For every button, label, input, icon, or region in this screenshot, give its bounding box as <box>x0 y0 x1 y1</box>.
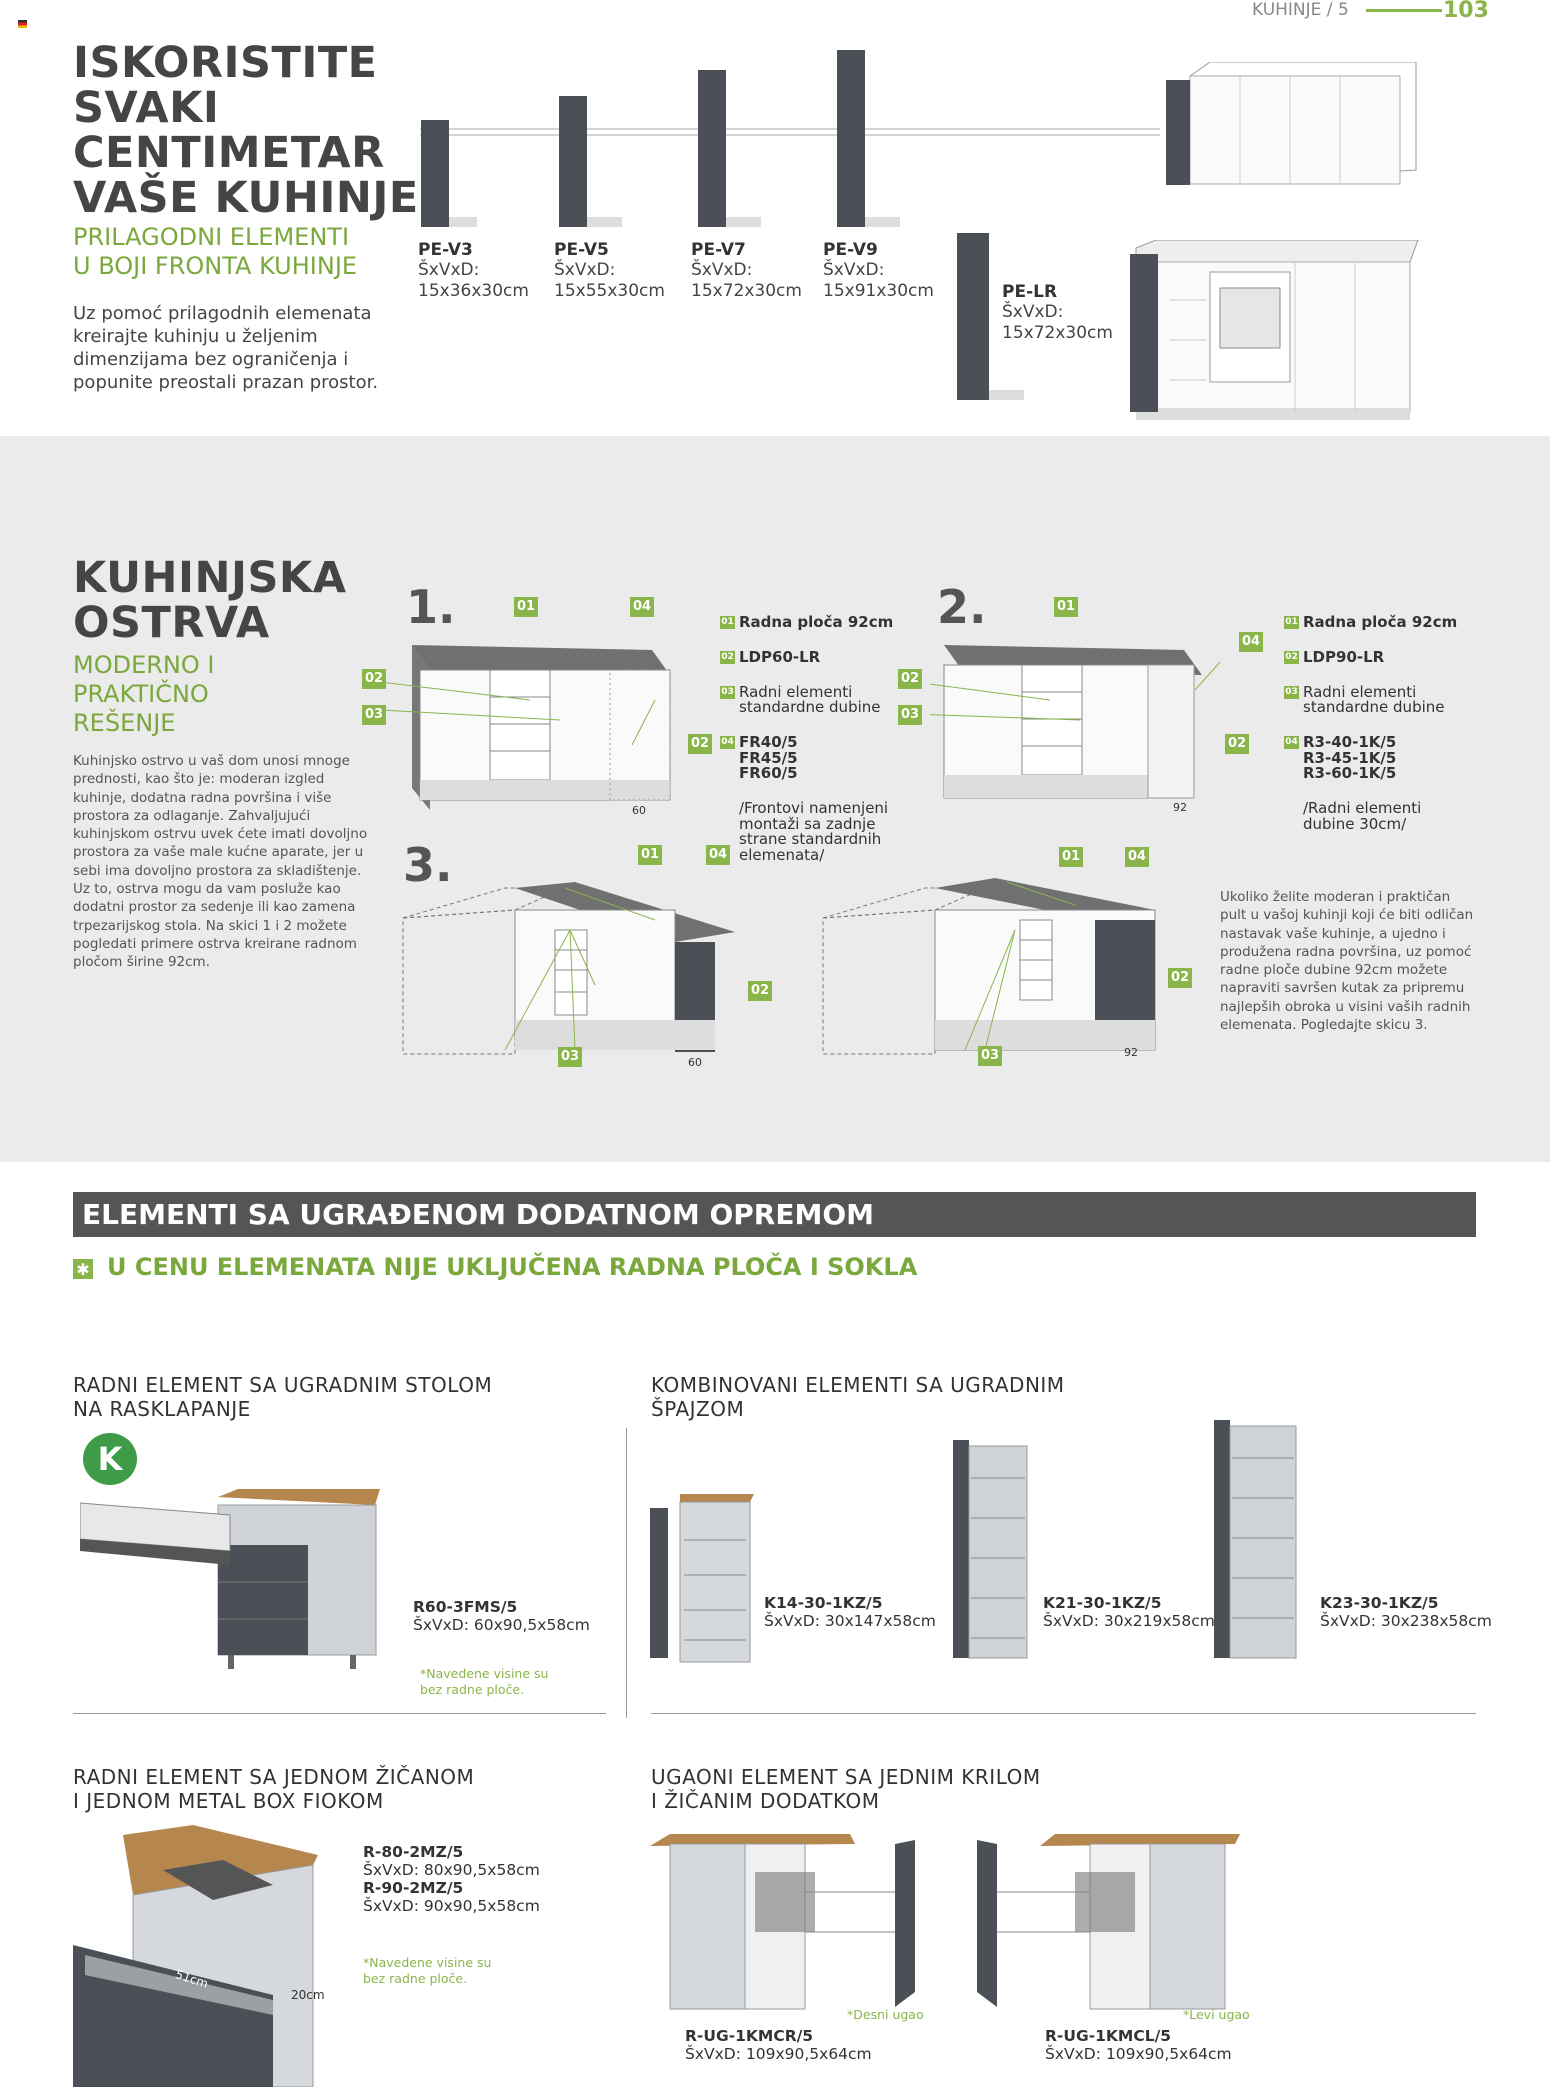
tag-02: 02 <box>1168 968 1192 988</box>
vertical-divider <box>626 1428 627 1718</box>
section1-body: Uz pomoć prilagodnih elemenata kreirajte… <box>73 303 379 393</box>
section2-title: KUHINJSKA OSTRVA <box>73 553 347 648</box>
panel-pe-v7 <box>698 70 761 227</box>
dim-60: 60 <box>632 804 646 817</box>
tag-01: 01 <box>1059 847 1083 867</box>
block1-product: R60-3FMS/5 ŠxVxD: 60x90,5x58cm <box>413 1598 590 1634</box>
island-sketch-3-right <box>822 878 1156 1055</box>
kitchen-logo: K <box>83 1433 137 1485</box>
block2-title: KOMBINOVANI ELEMENTI SA UGRADNIM ŠPAJZOM <box>651 1373 1065 1421</box>
block1-title: RADNI ELEMENT SA UGRADNIM STOLOM NA RASK… <box>73 1373 493 1421</box>
tag-04: 04 <box>1125 847 1149 867</box>
section1-title: ISKORISTITE SVAKI CENTIMETAR VAŠE KUHINJ… <box>73 38 419 223</box>
pe-v5-label: PE-V5 ŠxVxD: 15x55x30cm <box>554 240 665 301</box>
wall-cabinets-illustration <box>1166 62 1417 185</box>
section2-body: Kuhinjsko ostrvo u vaš dom unosi mnoge p… <box>73 753 368 971</box>
dim-20cm: 20cm <box>291 1988 325 2002</box>
tag-03: 03 <box>362 705 386 725</box>
tag-02: 02 <box>362 669 386 689</box>
sink-cabinet-illustration <box>73 1825 318 2087</box>
tag-04: 04 <box>706 845 730 865</box>
section3-title-bar: ELEMENTI SA UGRAĐENOM DODATNOM OPREMOM <box>73 1192 1476 1237</box>
panel-pe-lr <box>957 233 1024 400</box>
tag-01: 01 <box>1054 597 1078 617</box>
tag-01: 01 <box>514 597 538 617</box>
block3-note: *Navedene visine su bez radne ploče. <box>363 1955 492 1986</box>
flag-icon <box>18 20 27 28</box>
tag-04: 04 <box>1239 632 1263 652</box>
block3-title: RADNI ELEMENT SA JEDNOM ŽIČANOM I JEDNOM… <box>73 1765 475 1813</box>
tag-02: 02 <box>688 734 712 754</box>
section2-subtitle: MODERNO I PRAKTIČNO REŠENJE <box>73 651 215 737</box>
section1-subtitle: PRILAGODNI ELEMENTI U BOJI FRONTA KUHINJ… <box>73 223 358 280</box>
pe-v9-label: PE-V9 ŠxVxD: 15x91x30cm <box>823 240 934 301</box>
section2-side-text: Ukoliko želite moderan i praktičan pult … <box>1220 889 1474 1034</box>
panel-pe-v5 <box>559 96 622 227</box>
k23-product: K23-30-1KZ/5 ŠxVxD: 30x238x58cm <box>1320 1594 1492 1630</box>
pantry-k14-illustration <box>650 1494 754 1663</box>
pantry-k21-illustration <box>953 1440 1028 1659</box>
tag-03: 03 <box>898 705 922 725</box>
block3-products: R-80-2MZ/5 ŠxVxD: 80x90,5x58cm R-90-2MZ/… <box>363 1843 540 1915</box>
k21-product: K21-30-1KZ/5 ŠxVxD: 30x219x58cm <box>1043 1594 1215 1630</box>
block4-note-left: *Levi ugao <box>1183 2007 1250 2022</box>
page-number: 103 <box>1443 0 1489 23</box>
tag-03: 03 <box>978 1046 1002 1066</box>
island-sketch-2 <box>930 645 1221 799</box>
island-sketch-3-left <box>402 882 735 1055</box>
page-number-rule <box>1366 9 1442 12</box>
pe-v7-label: PE-V7 ŠxVxD: 15x72x30cm <box>691 240 802 301</box>
notice-text: U CENU ELEMENATA NIJE UKLJUČENA RADNA PL… <box>107 1253 918 1281</box>
corner-right-illustration <box>650 1834 915 2010</box>
asterisk-icon: ✱ <box>73 1259 93 1279</box>
panel-pe-v3 <box>421 120 477 227</box>
island-section-background <box>0 436 1550 1162</box>
guide-lines <box>420 128 1160 136</box>
block1-note: *Navedene visine su bez radne ploče. <box>420 1666 549 1697</box>
sketch-number-3: 3. <box>403 838 453 892</box>
block4-note-right: *Desni ugao <box>847 2007 924 2022</box>
pe-lr-label: PE-LR ŠxVxD: 15x72x30cm <box>1002 282 1113 343</box>
ug-left-product: R-UG-1KMCL/5 ŠxVxD: 109x90,5x64cm <box>1045 2027 1232 2063</box>
page-label: KUHINJE / 5 <box>1252 0 1349 20</box>
tag-04: 04 <box>630 597 654 617</box>
block2-bottom-rule <box>651 1713 1476 1714</box>
panel-pe-v9 <box>837 50 900 227</box>
k14-product: K14-30-1KZ/5 ŠxVxD: 30x147x58cm <box>764 1594 936 1630</box>
corner-left-illustration <box>977 1834 1240 2010</box>
tag-01: 01 <box>638 845 662 865</box>
tag-02: 02 <box>898 669 922 689</box>
tag-02: 02 <box>1225 734 1249 754</box>
fold-table-cabinet-illustration <box>80 1489 380 1669</box>
dim-92: 92 <box>1124 1046 1138 1059</box>
tag-03: 03 <box>558 1047 582 1067</box>
sketch-number-2: 2. <box>937 580 987 634</box>
block1-bottom-rule <box>73 1713 606 1714</box>
block4-title: UGAONI ELEMENT SA JEDNIM KRILOM I ŽIČANI… <box>651 1765 1041 1813</box>
pantry-k23-illustration <box>1214 1420 1297 1659</box>
ug-right-product: R-UG-1KMCR/5 ŠxVxD: 109x90,5x64cm <box>685 2027 872 2063</box>
island-sketch-1 <box>379 645 671 810</box>
tag-02: 02 <box>748 981 772 1001</box>
pe-v3-label: PE-V3 ŠxVxD: 15x36x30cm <box>418 240 529 301</box>
base-cabinets-illustration <box>1130 240 1419 420</box>
dim-92: 92 <box>1173 801 1187 814</box>
dim-60: 60 <box>688 1056 702 1069</box>
sketch-number-1: 1. <box>406 580 456 634</box>
